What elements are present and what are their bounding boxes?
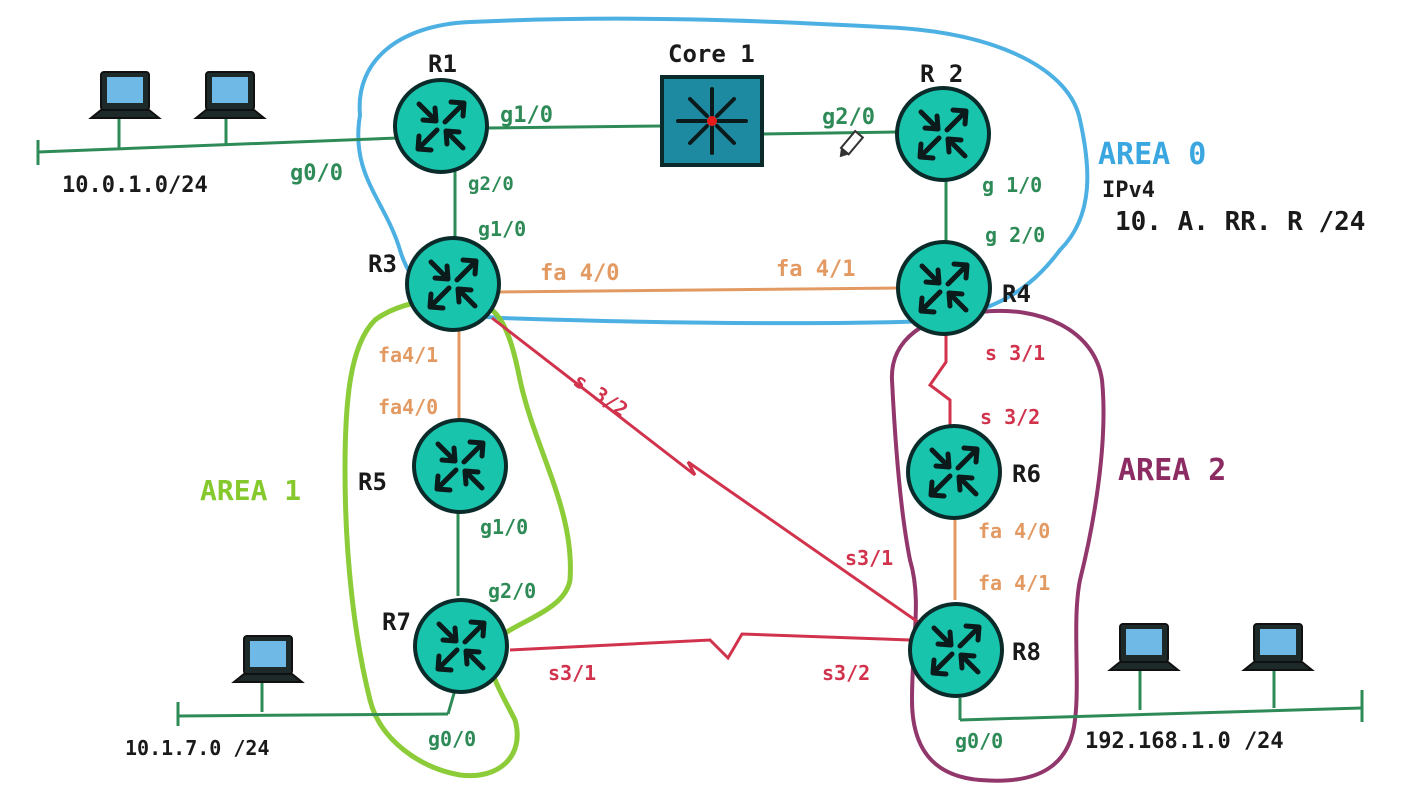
router-r5-icon[interactable] [414, 420, 506, 512]
router-r4-icon[interactable] [898, 242, 990, 334]
laptop-icon-3[interactable] [233, 635, 303, 683]
if-r6-s3-2: s 3/2 [980, 405, 1040, 429]
area1-outline [342, 296, 573, 779]
lan-right-bottom [958, 668, 1364, 722]
router-r6-label: R6 [1012, 460, 1041, 488]
if-r1-g1-0: g1/0 [500, 103, 553, 128]
router-r5-label: R5 [358, 468, 387, 496]
laptop-icon-1[interactable] [90, 71, 160, 119]
link-r1-core1 [487, 124, 663, 130]
laptop-icon-4[interactable] [1109, 623, 1179, 671]
area0-label: AREA 0 [1098, 137, 1206, 172]
router-r8-label: R8 [1012, 638, 1041, 666]
link-core1-r2 [761, 130, 897, 136]
if-r3-fa4-1: fa4/1 [378, 343, 438, 367]
if-r3-fa4-0: fa 4/0 [540, 261, 619, 286]
lan-left-top [36, 117, 399, 165]
laptop-icon-5[interactable] [1243, 623, 1313, 671]
core-switch-icon[interactable] [660, 75, 764, 167]
if-r7-s3-1: s3/1 [548, 661, 596, 685]
addressing-line1: IPv4 [1102, 178, 1155, 203]
router-r7-label: R7 [382, 608, 411, 636]
if-r7-g2-0: g2/0 [488, 579, 536, 603]
router-r1-label: R1 [428, 50, 457, 78]
router-r3-icon[interactable] [407, 238, 499, 330]
network-right-bottom-label: 192.168.1.0 /24 [1085, 729, 1284, 754]
addressing-line2: 10. A. RR. R /24 [1115, 207, 1365, 237]
laptop-icon-2[interactable] [195, 71, 265, 119]
router-r8-icon[interactable] [910, 604, 1002, 696]
router-r2-label: R 2 [920, 60, 963, 88]
if-r3-g1-0: g1/0 [478, 217, 526, 241]
if-r5-g1-0: g1/0 [480, 515, 528, 539]
router-r3-label: R3 [368, 250, 397, 278]
if-r4-fa4-1: fa 4/1 [776, 257, 855, 282]
router-r7-icon[interactable] [415, 600, 507, 692]
lan-left-bottom [176, 680, 457, 726]
if-r6-fa4-0: fa 4/0 [978, 519, 1050, 543]
router-r4-label: R4 [1002, 280, 1031, 308]
if-r8-fa4-1: fa 4/1 [978, 571, 1050, 595]
if-r4-g2-0: g 2/0 [985, 223, 1045, 247]
link-r3-r8-serial [491, 316, 919, 624]
core-switch-label: Core 1 [668, 40, 755, 68]
link-r7-r8-serial [509, 632, 911, 661]
if-r1-g2-0: g2/0 [468, 173, 514, 195]
area2-label: AREA 2 [1118, 453, 1226, 488]
if-r8-s3-1: s3/1 [845, 546, 893, 570]
router-r1-icon[interactable] [395, 80, 487, 172]
if-r5-fa4-0: fa4/0 [378, 395, 438, 419]
link-r3-r4 [499, 286, 899, 294]
router-r2-icon[interactable] [897, 88, 989, 180]
link-r4-r6-serial [927, 332, 952, 428]
if-r3-s3-2: s 3/2 [569, 368, 632, 422]
if-r2-g1-0: g 1/0 [982, 173, 1042, 197]
if-r2-g2-0: g2/0 [822, 105, 875, 130]
if-r8-s3-2: s3/2 [822, 661, 870, 685]
pencil-cursor-icon [839, 129, 865, 158]
area2-outline [889, 308, 1106, 783]
if-r4-s3-1: s 3/1 [985, 341, 1045, 365]
if-r8-g0-0: g0/0 [955, 729, 1003, 753]
network-left-bottom-label: 10.1.7.0 /24 [125, 736, 270, 760]
area1-label: AREA 1 [200, 474, 301, 507]
if-r7-g0-0: g0/0 [428, 727, 476, 751]
network-left-top-label: 10.0.1.0/24 [62, 173, 208, 198]
if-r1-g0-0: g0/0 [290, 161, 343, 186]
router-r6-icon[interactable] [908, 426, 1000, 518]
